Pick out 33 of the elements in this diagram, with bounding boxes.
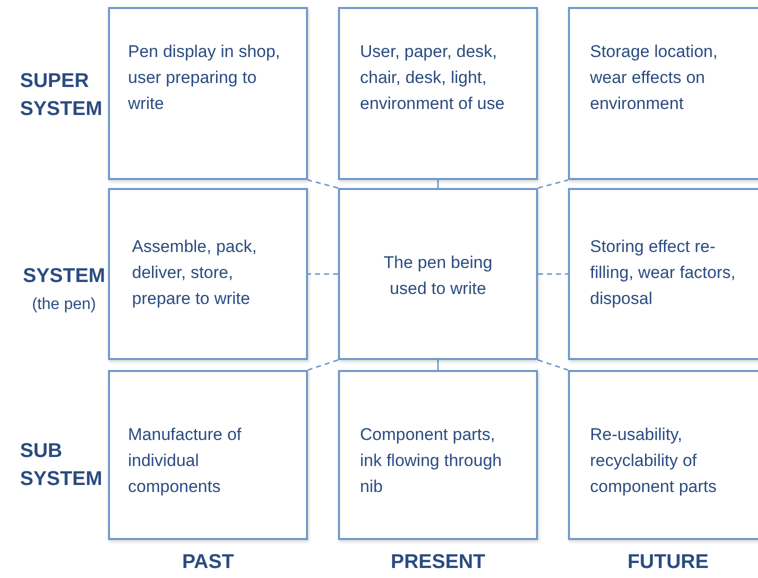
cell-text: The pen being used to write bbox=[382, 252, 494, 300]
matrix-cell-box bbox=[108, 370, 308, 540]
matrix-cell-box bbox=[338, 7, 538, 180]
matrix-cell-box bbox=[568, 370, 758, 540]
cell-text: User, paper, desk, chair, desk, light, environment of use bbox=[360, 41, 506, 115]
connector-line bbox=[437, 360, 439, 370]
cell-text: Pen display in shop, user preparing to write bbox=[128, 41, 282, 115]
row-heading: SYSTEM bbox=[22, 264, 106, 289]
cell-text: Re-usability, recyclability of component parts bbox=[590, 424, 718, 498]
matrix-cell-box bbox=[108, 7, 308, 180]
row-heading: SUB SYSTEM bbox=[20, 439, 104, 492]
row-subheading: (the pen) bbox=[30, 295, 98, 315]
matrix-cell-box bbox=[568, 188, 758, 360]
connector-line bbox=[538, 273, 568, 275]
matrix-cell-box bbox=[108, 188, 308, 360]
cell-text: Component parts, ink flowing through nib bbox=[360, 424, 503, 498]
matrix-cell-box bbox=[338, 370, 538, 540]
connector-line bbox=[308, 179, 338, 189]
cell-text: Assemble, pack, deliver, store, prepare to write bbox=[132, 236, 258, 310]
connector-line bbox=[538, 179, 568, 189]
column-heading: PAST bbox=[181, 550, 235, 575]
cell-text: Manufacture of individual components bbox=[128, 424, 242, 498]
column-heading: PRESENT bbox=[390, 550, 486, 575]
connector-line bbox=[437, 180, 439, 188]
connector-line bbox=[308, 359, 338, 371]
cell-text: Storing effect re-filling, wear factors, disposal bbox=[590, 236, 736, 310]
matrix-cell-box bbox=[338, 188, 538, 360]
connector-line bbox=[538, 359, 568, 371]
row-heading: SUPER SYSTEM bbox=[20, 69, 104, 122]
column-heading: FUTURE bbox=[626, 550, 710, 575]
connector-line bbox=[308, 273, 338, 275]
cell-text: Storage location, wear effects on environment bbox=[590, 41, 719, 115]
matrix-cell-box bbox=[568, 7, 758, 180]
